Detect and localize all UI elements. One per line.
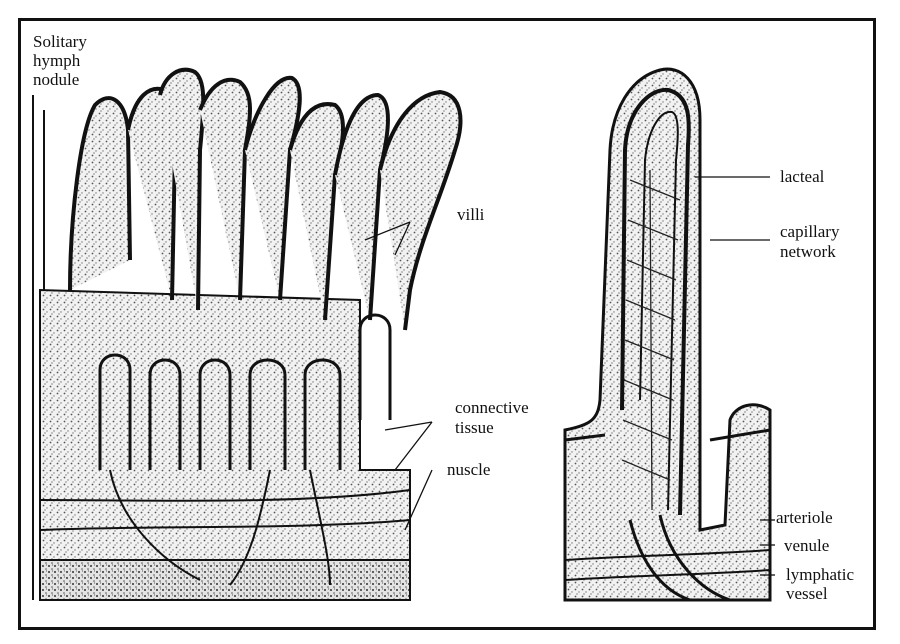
label-villi: villi — [457, 205, 484, 224]
label-connective-line2: tissue — [455, 418, 494, 437]
label-venule: venule — [784, 536, 829, 555]
label-connective-line1: connective — [455, 398, 529, 417]
label-muscle: nuscle — [447, 460, 490, 479]
label-lymphatic-line2: vessel — [786, 584, 828, 603]
right-villus-section — [565, 69, 770, 600]
label-solitary-line3: nodule — [33, 70, 79, 89]
label-capillary-line2: network — [780, 242, 836, 261]
label-lacteal: lacteal — [780, 167, 824, 186]
label-capillary-line1: capillary — [780, 222, 839, 241]
label-lymphatic-line1: lymphatic — [786, 565, 854, 584]
label-solitary-line1: Solitary — [33, 32, 87, 51]
label-arteriole: arteriole — [776, 508, 833, 527]
label-solitary-line2: hymph — [33, 51, 80, 70]
left-villi-section — [33, 70, 460, 600]
